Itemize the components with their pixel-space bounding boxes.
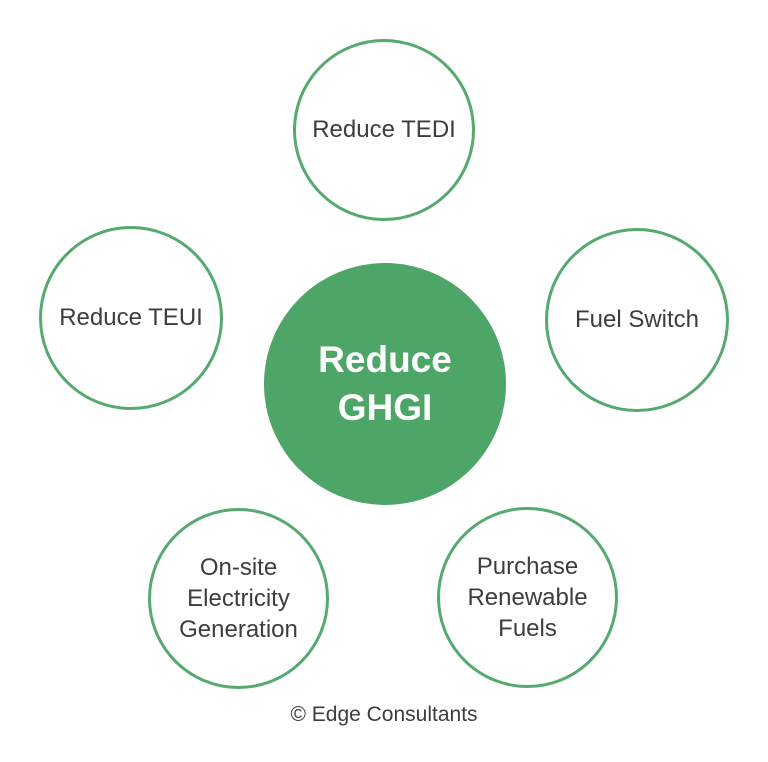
- node-fuel-switch: Fuel Switch: [545, 228, 729, 412]
- node-purchase-renewable-fuels: Purchase Renewable Fuels: [437, 507, 618, 688]
- node-label: On-site Electricity Generation: [179, 553, 298, 644]
- node-label: Reduce TEDI: [312, 116, 456, 144]
- node-reduce-ghgi-center: Reduce GHGI: [264, 263, 506, 505]
- node-onsite-electricity-generation: On-site Electricity Generation: [148, 508, 329, 689]
- node-label: Reduce TEUI: [59, 304, 203, 332]
- node-reduce-teui: Reduce TEUI: [39, 226, 223, 410]
- node-label: Purchase Renewable Fuels: [467, 552, 588, 643]
- node-label: Fuel Switch: [574, 306, 700, 334]
- node-reduce-tedi: Reduce TEDI: [293, 39, 475, 221]
- credit-text: © Edge Consultants: [290, 703, 478, 726]
- center-label: Reduce GHGI: [318, 338, 452, 428]
